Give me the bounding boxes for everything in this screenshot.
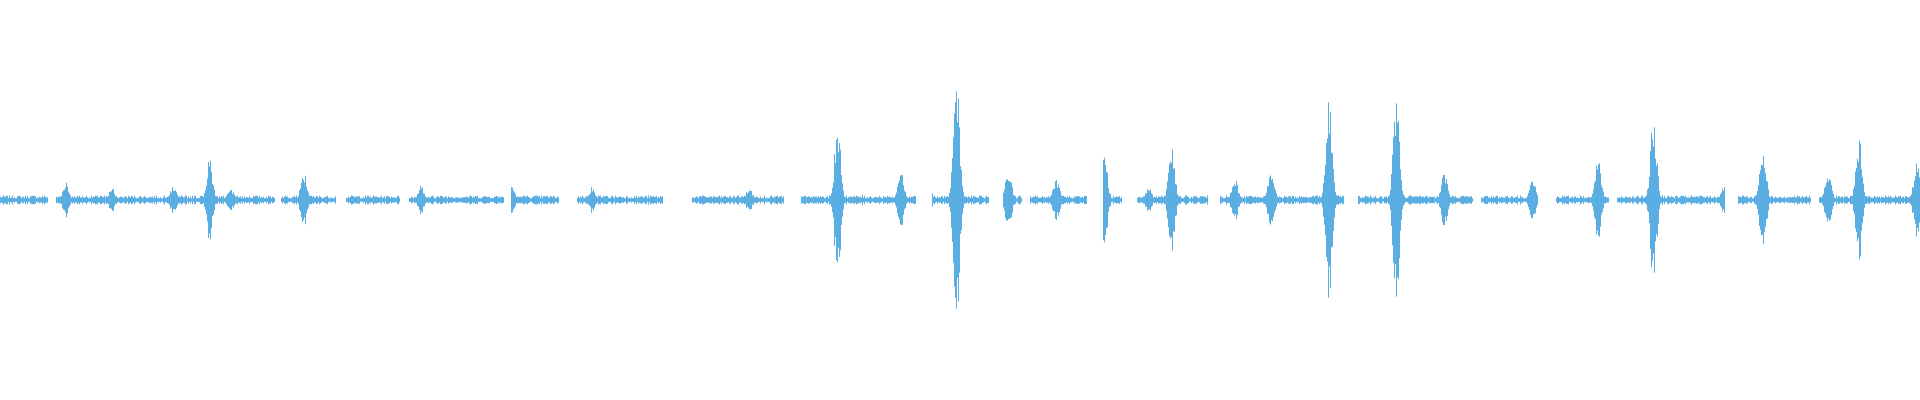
- audio-waveform[interactable]: [0, 0, 1920, 400]
- waveform-view[interactable]: [0, 0, 1920, 400]
